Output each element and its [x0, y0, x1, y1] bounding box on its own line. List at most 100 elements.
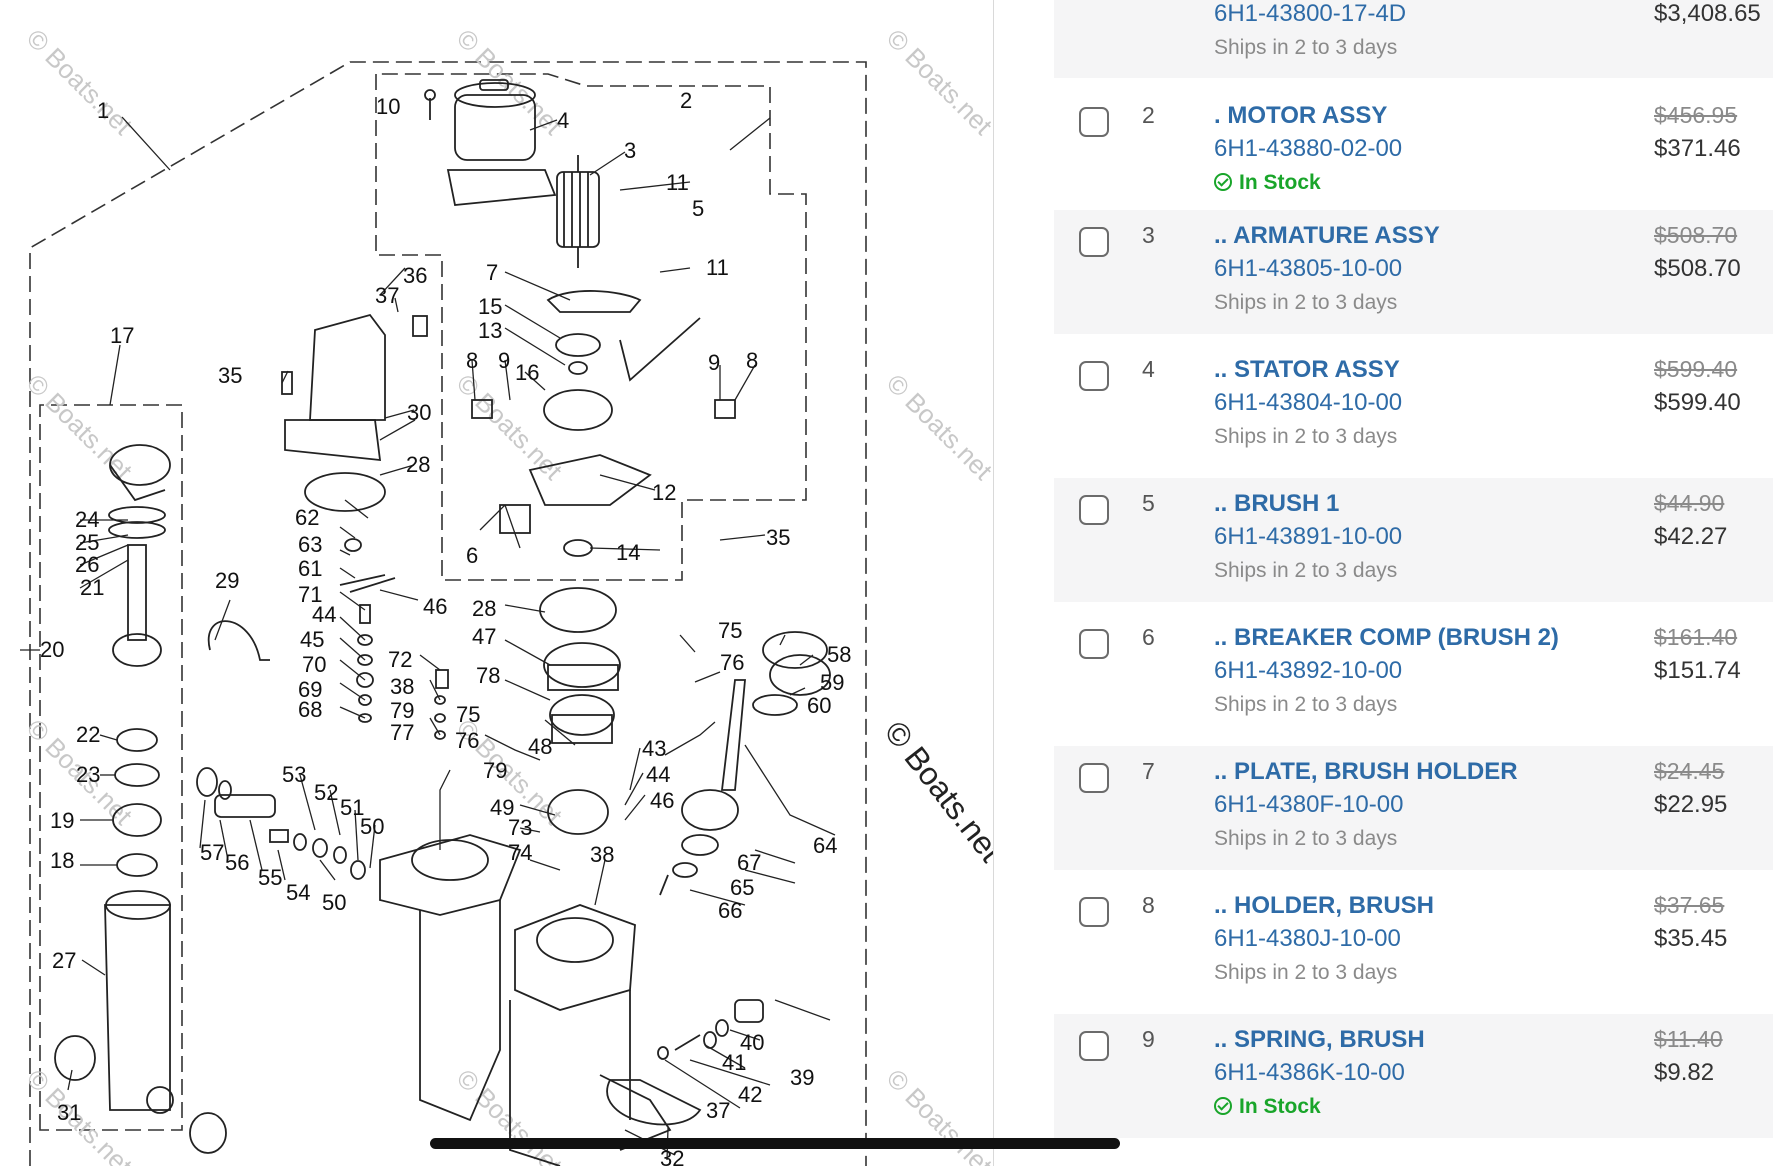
callout-label: 52 [314, 780, 338, 805]
part-number-link[interactable]: 6H1-43804-10-00 [1214, 389, 1403, 416]
callout-label: 73 [508, 815, 532, 840]
part-name-link[interactable]: .. STATOR ASSY [1214, 356, 1400, 383]
part-name-link[interactable]: .. SPRING, BRUSH [1214, 1026, 1425, 1053]
callout-label: 48 [528, 734, 552, 759]
callout-label: 12 [652, 480, 676, 505]
list-item[interactable]: 5 .. BRUSH 1 6H1-43891-10-00 Ships in 2 … [1054, 478, 1773, 602]
check-circle-icon [1214, 1097, 1232, 1115]
callout-label: 47 [472, 624, 496, 649]
callout-label: 41 [722, 1050, 746, 1075]
part-number-link[interactable]: 6H1-43805-10-00 [1214, 255, 1403, 282]
parts-list[interactable]: 6H1-43800-17-4D Ships in 2 to 3 days $3,… [994, 0, 1773, 1166]
list-item[interactable]: 8 .. HOLDER, BRUSH 6H1-4380J-10-00 Ships… [1054, 880, 1773, 1004]
callout-label: 69 [298, 677, 322, 702]
list-item[interactable]: 7 .. PLATE, BRUSH HOLDER 6H1-4380F-10-00… [1054, 746, 1773, 870]
armature-drawing [556, 155, 600, 268]
callout-label: 43 [642, 736, 666, 761]
sale-price: $42.27 [1654, 523, 1728, 550]
callout-label: 55 [258, 865, 282, 890]
part-name-link[interactable]: .. ARMATURE ASSY [1214, 222, 1440, 249]
part-number-link[interactable]: 6H1-4380F-10-00 [1214, 791, 1404, 818]
callout-label: 5 [692, 196, 704, 221]
sale-price: $9.82 [1654, 1059, 1715, 1086]
callout-label: 64 [813, 833, 837, 858]
select-checkbox[interactable] [1079, 763, 1109, 793]
callout-label: 67 [737, 850, 761, 875]
watermark: © Boats.net [451, 368, 569, 486]
callout-label: 1 [97, 98, 109, 123]
callout-label: 35 [218, 363, 242, 388]
part-number-link[interactable]: 6H1-43892-10-00 [1214, 657, 1403, 684]
callout-label: 61 [298, 556, 322, 581]
callout-label: 74 [508, 840, 532, 865]
part-name-link[interactable]: .. HOLDER, BRUSH [1214, 892, 1435, 919]
ref-number: 5 [1142, 490, 1155, 516]
callout-label: 2 [680, 88, 692, 113]
brush-plate-drawing [471, 290, 736, 557]
callout-label: 11 [666, 170, 689, 195]
msrp-price: $37.65 [1654, 892, 1725, 918]
callout-label: 38 [590, 842, 614, 867]
parts-diagram[interactable]: © Boats.net © Boats.net © Boats.net © Bo… [0, 0, 993, 1166]
price: $3,408.65 [1654, 0, 1761, 27]
select-checkbox[interactable] [1079, 1031, 1109, 1061]
callout-label: 17 [110, 323, 134, 348]
callout-label: 38 [390, 674, 414, 699]
callout-label: 79 [390, 698, 414, 723]
part-name-link[interactable]: . MOTOR ASSY [1214, 102, 1388, 129]
callout-label: 49 [490, 795, 514, 820]
select-checkbox[interactable] [1079, 361, 1109, 391]
msrp-price: $456.95 [1654, 102, 1738, 128]
list-item[interactable]: 4 .. STATOR ASSY 6H1-43804-10-00 Ships i… [1054, 344, 1773, 468]
stock-status: In Stock [1214, 171, 1321, 195]
part-name-link[interactable]: .. BRUSH 1 [1214, 490, 1340, 517]
select-checkbox[interactable] [1079, 107, 1109, 137]
list-item[interactable]: 2 . MOTOR ASSY 6H1-43880-02-00 In Stock … [1054, 90, 1773, 214]
part-number-link[interactable]: 6H1-43880-02-00 [1214, 135, 1403, 162]
home-indicator-bar [430, 1138, 1120, 1149]
availability-text: Ships in 2 to 3 days [1214, 425, 1398, 448]
callout-label: 25 [75, 530, 99, 555]
ref-number: 3 [1142, 222, 1155, 248]
panel-divider [993, 0, 994, 1166]
leader-lines [20, 116, 836, 1161]
callout-label: 68 [298, 697, 322, 722]
callout-label: 13 [478, 318, 502, 343]
select-checkbox[interactable] [1079, 897, 1109, 927]
part-name-link[interactable]: .. BREAKER COMP (BRUSH 2) [1214, 624, 1559, 651]
callout-label: 37 [375, 283, 399, 308]
callout-label: 16 [515, 360, 539, 385]
list-item[interactable]: 6H1-43800-17-4D Ships in 2 to 3 days $3,… [1054, 0, 1773, 78]
part-number-link[interactable]: 6H1-43891-10-00 [1214, 523, 1403, 550]
callout-label: 21 [80, 575, 104, 600]
callout-label: 44 [646, 762, 670, 787]
callout-label: 36 [403, 263, 427, 288]
select-checkbox[interactable] [1079, 629, 1109, 659]
exploded-view-drawing: © Boats.net © Boats.net © Boats.net © Bo… [20, 23, 993, 1166]
hose-drawing [207, 620, 270, 661]
callout-label: 78 [476, 663, 500, 688]
part-number-link[interactable]: 6H1-4386K-10-00 [1214, 1059, 1405, 1086]
callout-label: 63 [298, 532, 322, 557]
callout-label: 9 [708, 350, 720, 375]
callout-label: 23 [76, 762, 100, 787]
list-item[interactable]: 9 .. SPRING, BRUSH 6H1-4386K-10-00 In St… [1054, 1014, 1773, 1138]
list-item[interactable]: 3 .. ARMATURE ASSY 6H1-43805-10-00 Ships… [1054, 210, 1773, 334]
list-item[interactable]: 6 .. BREAKER COMP (BRUSH 2) 6H1-43892-10… [1054, 612, 1773, 736]
availability-text: Ships in 2 to 3 days [1214, 36, 1398, 59]
watermark: © Boats.net [21, 23, 139, 141]
sale-price: $508.70 [1654, 255, 1741, 282]
callout-label: 46 [423, 594, 447, 619]
part-number-link[interactable]: 6H1-43800-17-4D [1214, 0, 1407, 27]
check-circle-icon [1214, 173, 1232, 191]
callout-label: 14 [616, 540, 640, 565]
callout-label: 53 [282, 762, 306, 787]
callout-label: 24 [75, 507, 99, 532]
sale-price: $22.95 [1654, 791, 1728, 818]
availability-text: Ships in 2 to 3 days [1214, 693, 1398, 716]
select-checkbox[interactable] [1079, 495, 1109, 525]
part-name-link[interactable]: .. PLATE, BRUSH HOLDER [1214, 758, 1518, 785]
select-checkbox[interactable] [1079, 227, 1109, 257]
part-number-link[interactable]: 6H1-4380J-10-00 [1214, 925, 1401, 952]
stock-status-text: In Stock [1239, 1095, 1321, 1118]
